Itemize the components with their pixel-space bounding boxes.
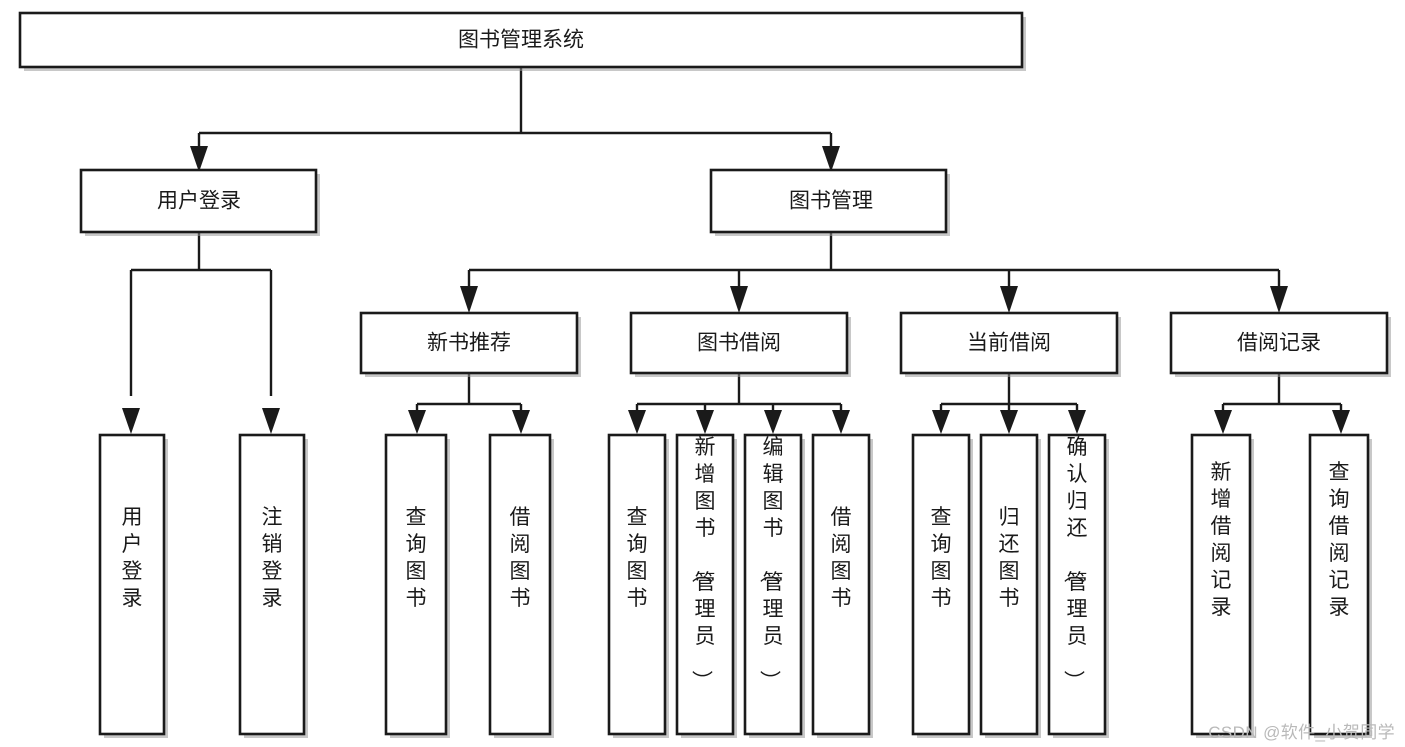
leaf-return-book-box[interactable] [979, 433, 1039, 736]
book-management-label: 图书管理 [789, 190, 873, 213]
node-current-borrow[interactable]: 当前借阅 [899, 311, 1121, 377]
borrow-record-label: 借阅记录 [1237, 332, 1321, 355]
current-borrow-box[interactable] [899, 311, 1119, 375]
leaf-query-book-1-label: 查询图书 [406, 506, 427, 610]
arrow-to-book-borrow [730, 286, 748, 313]
node-leaf-query-book-2[interactable]: 查询图书 [607, 433, 669, 738]
connector-borrowrecord-bus [1221, 373, 1343, 414]
arrow-to-leaf-query-borrow-record [1332, 410, 1350, 434]
node-leaf-confirm-return-admin[interactable]: 确认归还（管理员） [1047, 433, 1109, 738]
node-new-book-recommend[interactable]: 新书推荐 [359, 311, 581, 377]
connector-currentborrow-bus [939, 373, 1079, 414]
user-login-label: 用户登录 [157, 190, 241, 213]
leaf-query-borrow-record-label: 查询借阅记录 [1329, 461, 1350, 619]
leaf-nodes-layer: 用户登录 注销登录 查询图书 借阅图书 查询图书 [98, 433, 1372, 738]
node-leaf-query-borrow-record[interactable]: 查询借阅记录 [1308, 433, 1372, 738]
leaf-confirm-return-admin-box[interactable] [1047, 433, 1107, 736]
connector-userlogin-bus [129, 232, 273, 396]
connector-newbook-bus [415, 373, 523, 414]
arrow-to-leaf-add-borrow-record [1214, 410, 1232, 434]
node-book-borrow[interactable]: 图书借阅 [629, 311, 851, 377]
node-leaf-edit-book-admin[interactable]: 编辑图书（管理员） [743, 433, 805, 738]
node-leaf-user-login[interactable]: 用户登录 [98, 433, 168, 738]
book-borrow-box[interactable] [629, 311, 849, 375]
leaf-logout-login-label: 注销登录 [262, 506, 283, 610]
leaf-user-login-label: 用户登录 [122, 506, 143, 610]
leaf-borrow-book-1-box[interactable] [488, 433, 552, 736]
root-box[interactable] [18, 11, 1024, 69]
new-book-recommend-box[interactable] [359, 311, 579, 375]
arrow-to-leaf-return-book [1000, 410, 1018, 434]
leaf-borrow-book-2-box[interactable] [811, 433, 871, 736]
node-book-management[interactable]: 图书管理 [709, 168, 950, 236]
arrow-to-leaf-user-login [122, 408, 140, 434]
arrow-to-leaf-add-book-admin [696, 410, 714, 434]
arrow-to-leaf-edit-book-admin [764, 410, 782, 434]
arrow-to-borrow-record [1270, 286, 1288, 313]
node-leaf-query-book-1[interactable]: 查询图书 [384, 433, 450, 738]
node-leaf-query-book-3[interactable]: 查询图书 [911, 433, 973, 738]
arrow-to-leaf-query-book-1 [408, 410, 426, 434]
leaf-query-book-3-box[interactable] [911, 433, 971, 736]
leaf-borrow-book-1-label: 借阅图书 [510, 506, 531, 610]
leaf-add-borrow-record-box[interactable] [1190, 433, 1252, 736]
leaf-add-borrow-record-label: 新增借阅记录 [1211, 461, 1232, 619]
leaf-query-book-2-box[interactable] [607, 433, 667, 736]
leaf-add-book-admin-box[interactable] [675, 433, 735, 736]
user-login-box[interactable] [79, 168, 318, 234]
node-user-login[interactable]: 用户登录 [79, 168, 320, 236]
leaf-user-login-box[interactable] [98, 433, 166, 736]
node-leaf-logout-login[interactable]: 注销登录 [238, 433, 308, 738]
node-leaf-add-borrow-record[interactable]: 新增借阅记录 [1190, 433, 1254, 738]
arrow-to-leaf-borrow-book-2 [832, 410, 850, 434]
node-leaf-add-book-admin[interactable]: 新增图书（管理员） [675, 433, 737, 738]
root-label: 图书管理系统 [458, 29, 584, 52]
connector-layer [122, 67, 1350, 434]
connector-root-to-level2 [197, 67, 833, 152]
arrow-to-leaf-query-book-2 [628, 410, 646, 434]
leaf-query-borrow-record-box[interactable] [1308, 433, 1370, 736]
leaf-confirm-return-admin-label: 确认归还（管理员） [1062, 436, 1088, 691]
leaf-borrow-book-2-label: 借阅图书 [831, 506, 852, 610]
connector-bookmgmt-bus [467, 232, 1281, 288]
borrow-record-box[interactable] [1169, 311, 1389, 375]
leaf-query-book-2-label: 查询图书 [627, 506, 648, 610]
node-leaf-borrow-book-1[interactable]: 借阅图书 [488, 433, 554, 738]
leaf-edit-book-admin-box[interactable] [743, 433, 803, 736]
arrow-to-leaf-confirm-return-admin [1068, 410, 1086, 434]
arrow-to-leaf-logout-login [262, 408, 280, 434]
connector-bookborrow-bus [635, 373, 843, 414]
arrow-to-leaf-borrow-book-1 [512, 410, 530, 434]
arrow-to-current-borrow [1000, 286, 1018, 313]
csdn-watermark: CSDN @软件_小贺同学 [1208, 723, 1395, 742]
arrow-to-leaf-query-book-3 [932, 410, 950, 434]
current-borrow-label: 当前借阅 [967, 332, 1051, 355]
leaf-return-book-label: 归还图书 [999, 506, 1020, 610]
node-leaf-borrow-book-2[interactable]: 借阅图书 [811, 433, 873, 738]
leaf-query-book-3-label: 查询图书 [931, 506, 952, 610]
arrow-to-new-book-recommend [460, 286, 478, 313]
book-management-box[interactable] [709, 168, 948, 234]
arrow-to-user-login [190, 146, 208, 172]
node-borrow-record[interactable]: 借阅记录 [1169, 311, 1391, 377]
leaf-add-book-admin-label: 新增图书（管理员） [690, 436, 716, 691]
leaf-edit-book-admin-label: 编辑图书（管理员） [758, 436, 784, 691]
node-root[interactable]: 图书管理系统 [18, 11, 1026, 71]
leaf-query-book-1-box[interactable] [384, 433, 448, 736]
leaf-logout-login-box[interactable] [238, 433, 306, 736]
arrow-to-book-management [822, 146, 840, 172]
new-book-recommend-label: 新书推荐 [427, 332, 511, 355]
book-borrow-label: 图书借阅 [697, 332, 781, 355]
node-leaf-return-book[interactable]: 归还图书 [979, 433, 1041, 738]
